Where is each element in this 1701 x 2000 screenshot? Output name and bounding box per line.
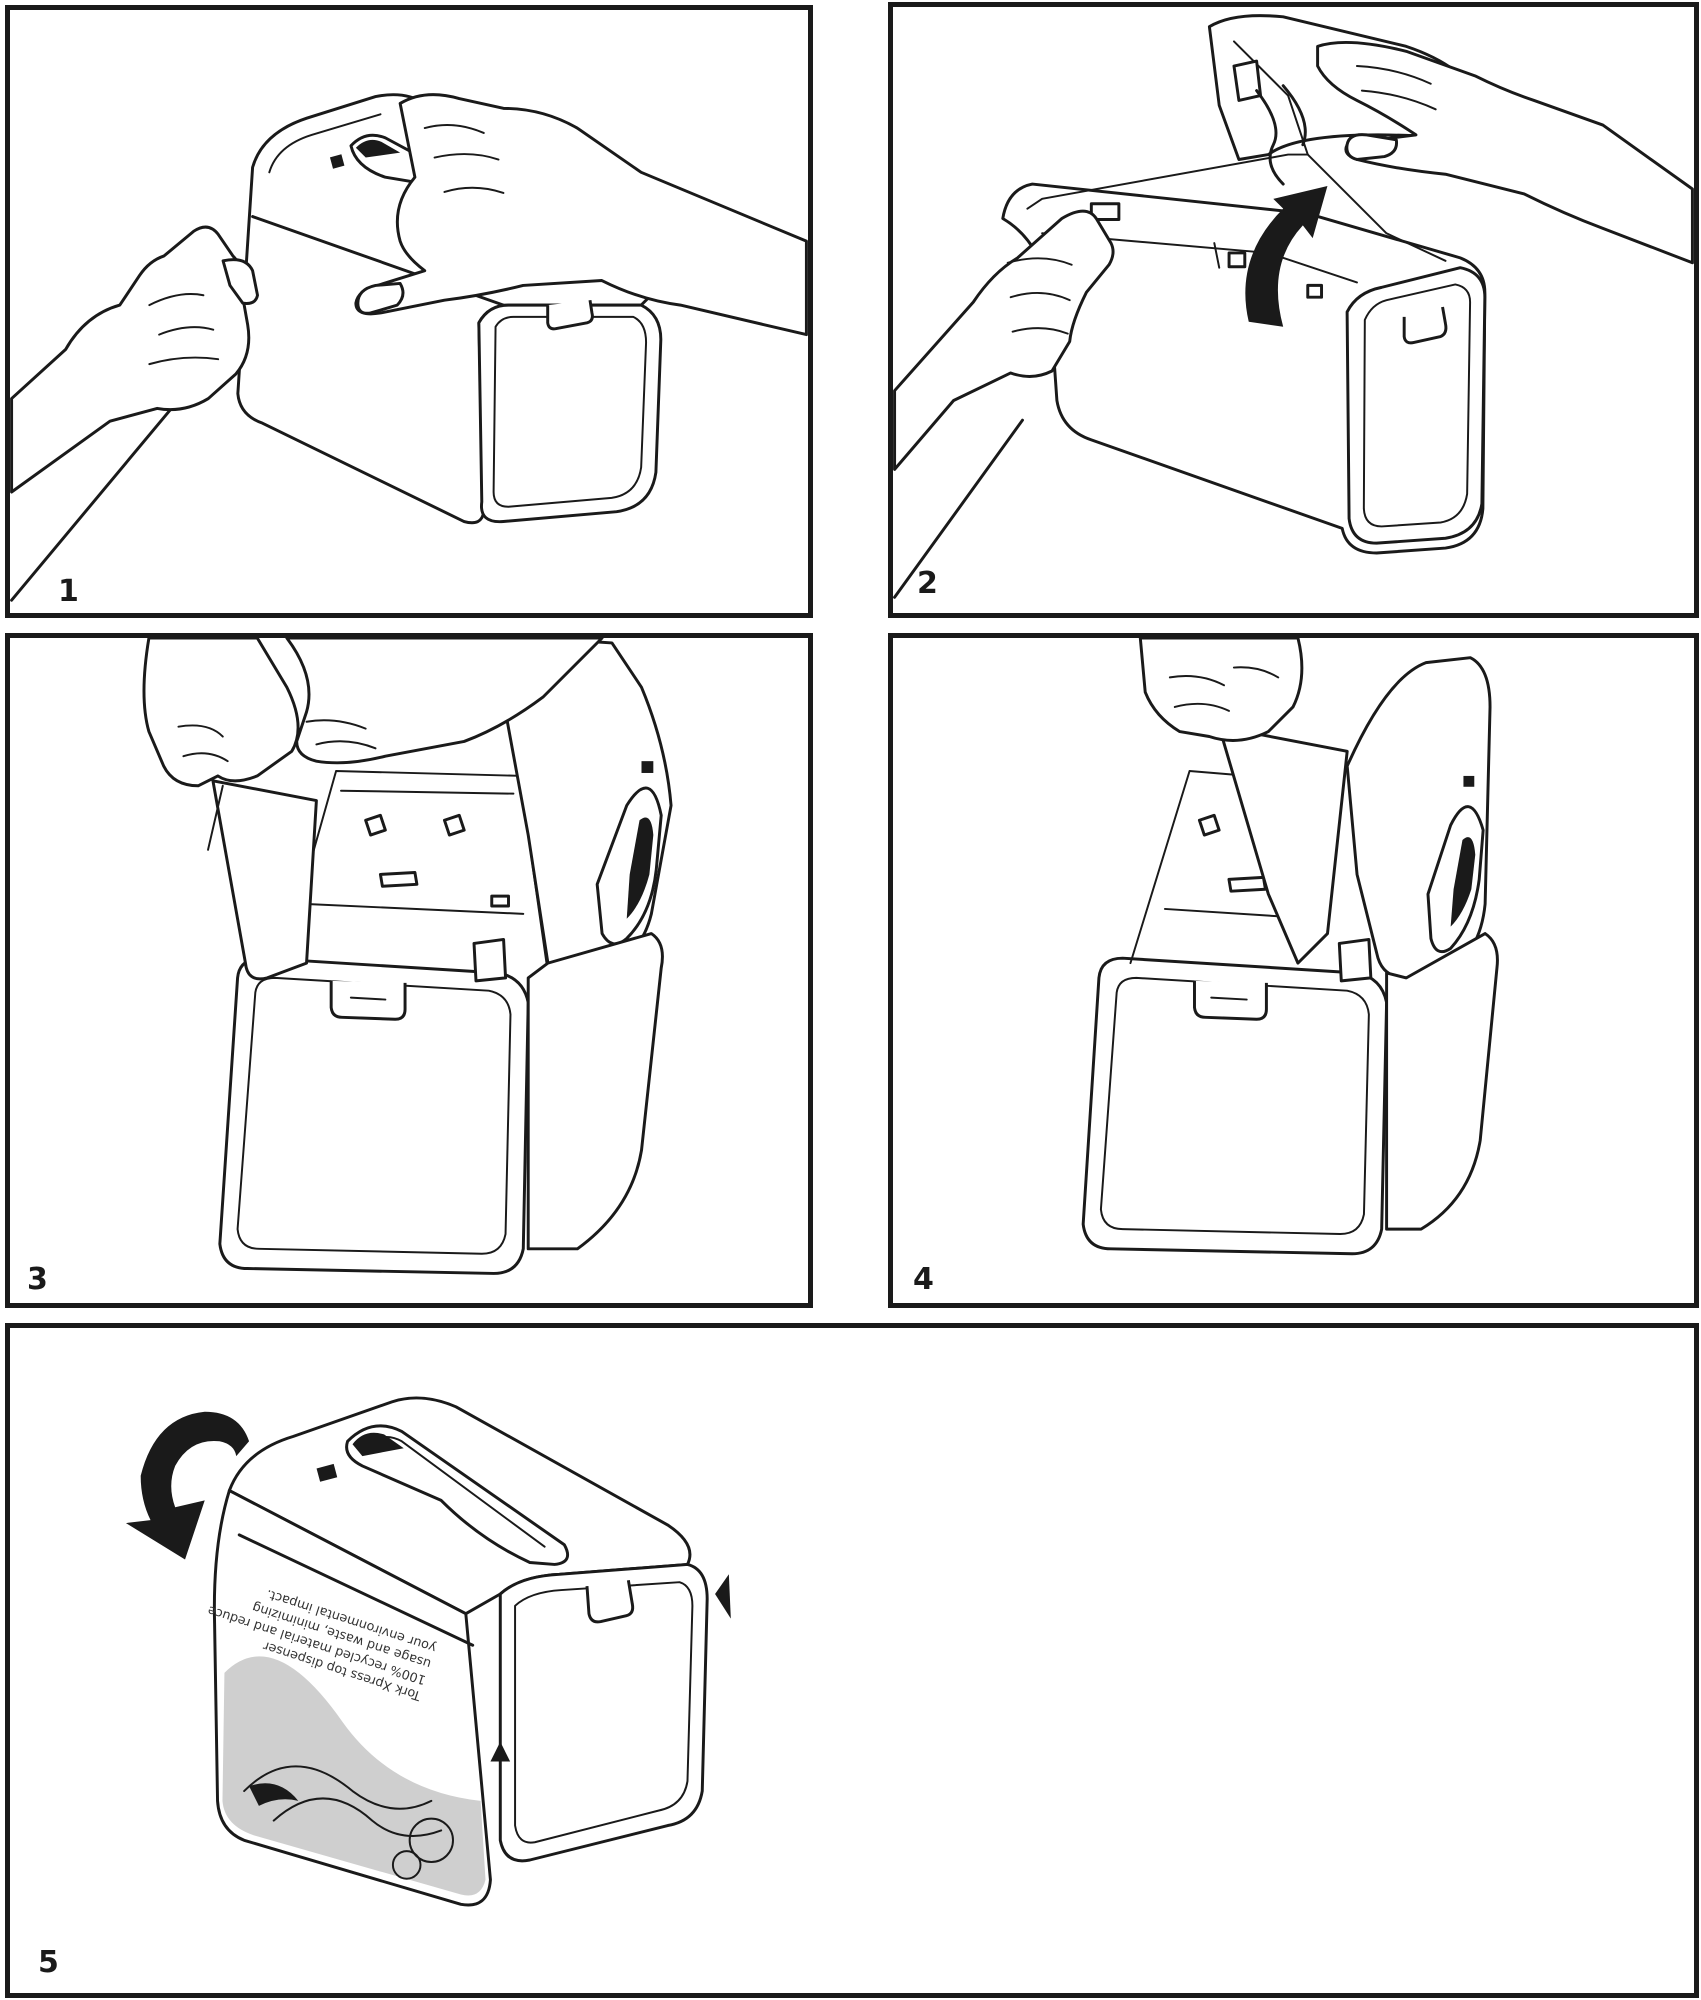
step-4-panel: 4 <box>888 633 1699 1308</box>
step-1-illustration <box>10 93 808 602</box>
dispenser-print: Tork Xpress top dispenser 100% recycled … <box>206 1586 438 1703</box>
table-edge <box>10 392 186 602</box>
table-edge <box>893 418 1024 599</box>
step-3-panel: 3 <box>5 633 813 1308</box>
dispenser-open-with-napkins <box>207 639 673 1275</box>
step-number: 2 <box>917 566 938 601</box>
step-number: 3 <box>27 1262 48 1297</box>
curved-arrow-icon <box>1245 186 1328 327</box>
step-2-panel: 2 <box>888 2 1699 618</box>
pointer-triangle-icon <box>715 1574 731 1619</box>
step-number: 5 <box>38 1945 59 1980</box>
pointer-triangle-icon <box>490 1741 511 1762</box>
step-2-illustration <box>893 14 1694 599</box>
step-5-panel: Tork Xpress top dispenser 100% recycled … <box>5 1323 1699 1998</box>
right-hand <box>354 93 808 337</box>
step-4-illustration <box>1081 638 1499 1256</box>
dispenser-open-loading <box>1081 656 1499 1256</box>
hands <box>1138 638 1304 742</box>
dispenser-open <box>1001 14 1487 555</box>
step-3-illustration <box>142 638 673 1275</box>
rotate-arrow-icon <box>125 1411 250 1560</box>
left-hand <box>10 225 259 494</box>
left-hand <box>893 209 1115 471</box>
step-number: 1 <box>58 574 79 609</box>
step-5-illustration: Tork Xpress top dispenser 100% recycled … <box>125 1396 731 1907</box>
step-number: 4 <box>913 1262 934 1297</box>
dispenser <box>236 93 663 525</box>
step-1-panel: 1 <box>5 5 813 618</box>
right-hand <box>1316 40 1694 265</box>
hands <box>142 638 604 788</box>
dispenser-closed: Tork Xpress top dispenser 100% recycled … <box>206 1396 709 1907</box>
